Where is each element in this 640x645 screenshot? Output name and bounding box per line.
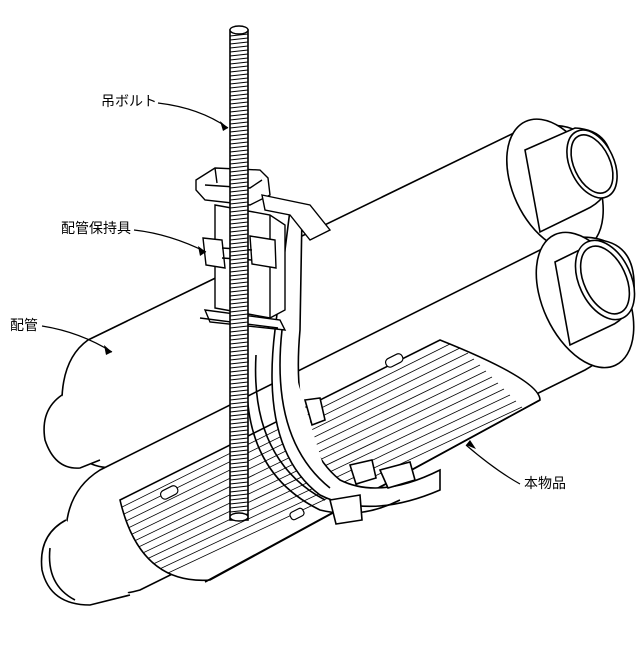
label-pipe: 配管 (10, 319, 38, 333)
leader-hanger-bolt (158, 103, 228, 128)
label-main-product: 本物品 (524, 477, 566, 491)
label-pipe-holder: 配管保持具 (61, 222, 131, 236)
leader-pipe-holder (134, 230, 206, 252)
label-hanger-bolt: 吊ボルト (101, 95, 157, 109)
hanger-bolt (230, 26, 248, 521)
leader-main-product (466, 445, 520, 484)
